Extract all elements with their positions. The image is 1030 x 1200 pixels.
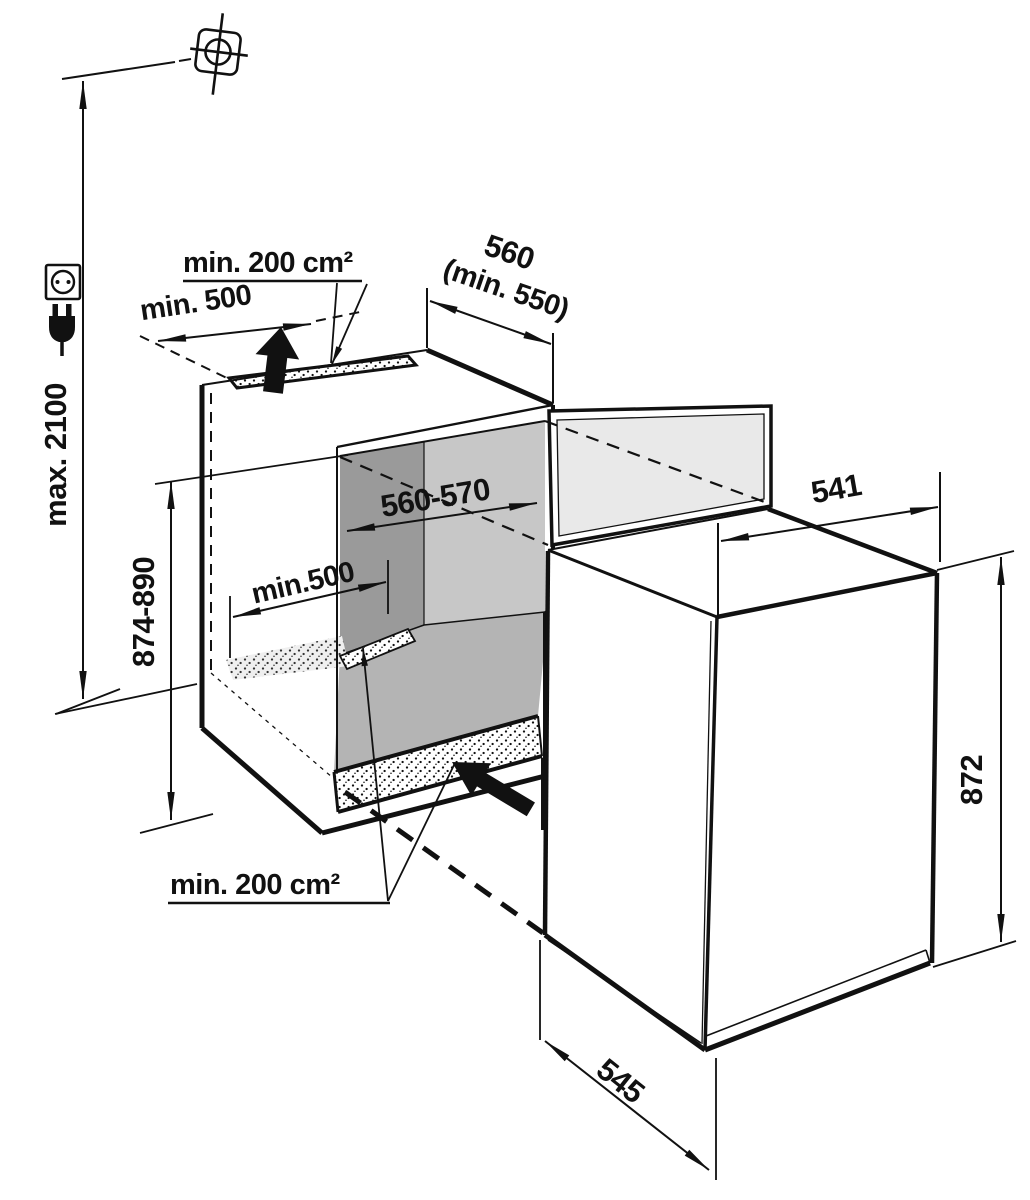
slide-in-path-dashed	[343, 789, 545, 936]
power-connection	[44, 263, 82, 356]
max-height-label: max. 2100	[38, 383, 73, 527]
floor-air-path-band	[226, 627, 417, 680]
appliance-depth-label: 541	[808, 467, 864, 510]
bottom-vent-label: min. 200 cm²	[170, 869, 341, 901]
airflow-up-arrow-icon	[255, 327, 300, 394]
niche-height-label: 874-890	[126, 557, 161, 667]
position-crosshair	[190, 13, 248, 95]
bottom-vent-band	[321, 714, 546, 836]
appliance-height-label: 872	[954, 755, 989, 805]
dimension-max-height: max. 2100	[38, 58, 192, 715]
position-crosshair-icon	[190, 13, 248, 95]
plug-icon	[49, 304, 75, 356]
appliance-width-label: 545	[590, 1051, 651, 1110]
top-vent-callout: min. 200 cm²	[183, 247, 368, 365]
airflow-in-arrow-icon	[452, 762, 535, 817]
clearance-top-label: min. 500	[138, 279, 254, 327]
appliance-right-face	[705, 573, 937, 1050]
top-vent-label: min. 200 cm²	[183, 247, 354, 279]
dimension-niche-height: 874-890	[126, 454, 349, 834]
appliance-front-face	[545, 550, 717, 1050]
projection-line-door-diagonal	[544, 419, 771, 506]
socket-icon	[44, 263, 82, 301]
niche-interior-back-wall	[424, 421, 545, 625]
dimension-appliance-depth: 541	[717, 467, 941, 615]
appliance-top-face	[548, 509, 937, 617]
dimension-appliance-height: 872	[932, 550, 1017, 968]
niche-cabinet	[54, 347, 555, 836]
appliance	[343, 404, 940, 1053]
appliance-edges	[542, 506, 940, 1053]
bottom-vent-callout: min. 200 cm²	[168, 647, 456, 905]
floor-reference-line	[54, 683, 198, 715]
